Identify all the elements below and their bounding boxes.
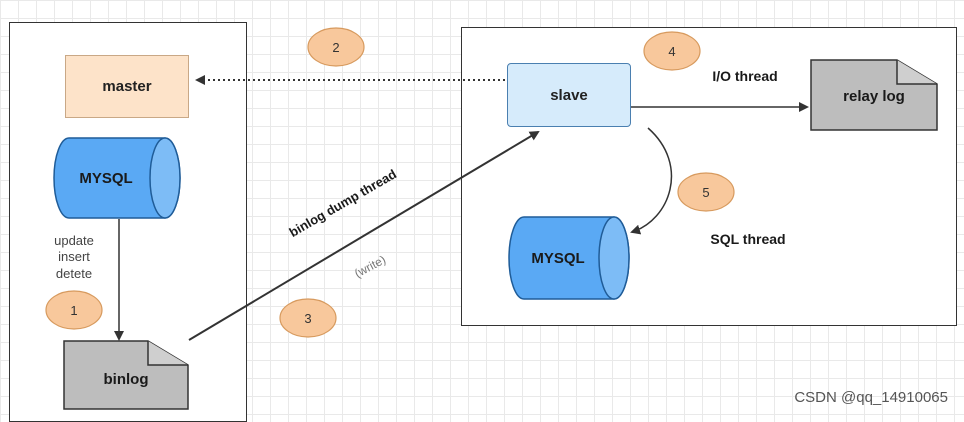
- master-mysql-label: MYSQL: [79, 170, 132, 187]
- step-5-badge: 5: [677, 172, 735, 212]
- step-1-badge: 1: [45, 290, 103, 330]
- op-detete: detete: [56, 266, 92, 281]
- write-label: (write): [352, 252, 388, 280]
- step-2-badge: 2: [307, 27, 365, 67]
- step-4-badge: 4: [643, 31, 701, 71]
- sql-thread-arrow: [630, 127, 673, 235]
- csdn-watermark: CSDN @qq_14910065: [794, 389, 948, 406]
- slave-mysql-cylinder: MYSQL: [508, 216, 630, 300]
- io-thread-label: I/O thread: [712, 68, 777, 84]
- step-1-label: 1: [70, 303, 77, 318]
- binlog-dump-arrow: [188, 130, 540, 341]
- op-update: update: [54, 233, 94, 248]
- sql-thread-label: SQL thread: [710, 231, 785, 247]
- step-3-label: 3: [304, 311, 311, 326]
- binlog-document: binlog: [63, 340, 189, 410]
- step-3-badge: 3: [279, 298, 337, 338]
- binlog-dump-thread-label: binlog dump thread: [286, 166, 399, 240]
- slave-node: slave: [507, 63, 631, 127]
- master-label: master: [102, 78, 152, 95]
- slave-label: slave: [550, 86, 588, 104]
- master-node: master: [65, 55, 189, 118]
- master-mysql-cylinder: MYSQL: [53, 137, 181, 219]
- op-insert: insert: [58, 249, 90, 264]
- slave-mysql-label: MYSQL: [531, 250, 584, 267]
- step-2-label: 2: [332, 40, 339, 55]
- relay-log-label: relay log: [843, 88, 905, 105]
- binlog-label: binlog: [104, 371, 149, 388]
- step-4-label: 4: [668, 44, 675, 59]
- relay-log-document: relay log: [810, 59, 938, 131]
- operations-list: update insert detete: [54, 233, 94, 281]
- step-5-label: 5: [702, 185, 709, 200]
